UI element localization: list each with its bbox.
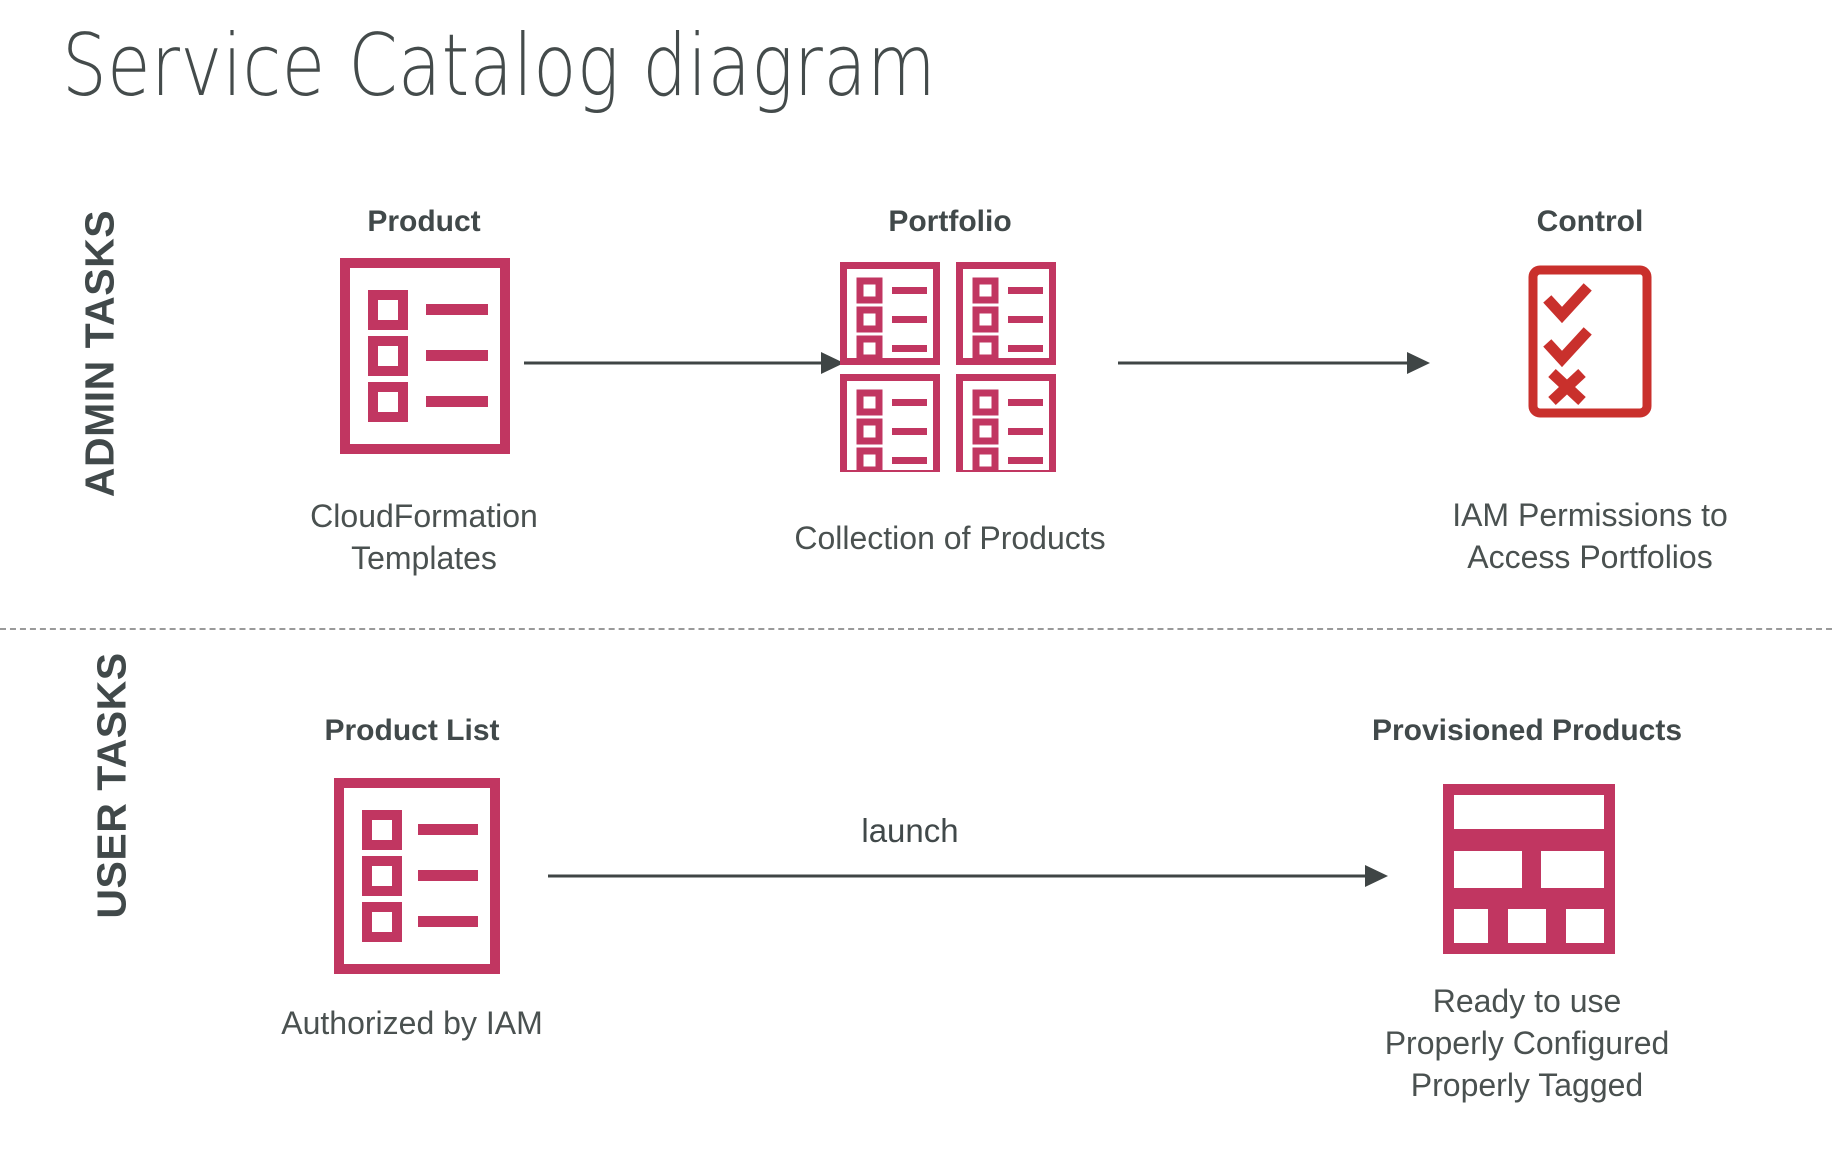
- caption-line: Authorized by IAM: [281, 1005, 543, 1041]
- product-list-icon: [334, 778, 500, 979]
- portfolio-grid-icon: [840, 262, 1060, 477]
- page-title: Service Catalog diagram: [62, 16, 937, 116]
- control-checklist-icon: [1528, 265, 1652, 423]
- node-heading-control: Control: [1536, 205, 1644, 238]
- node-heading-portfolio: Portfolio: [888, 205, 1012, 238]
- arrow-label-launch: launch: [861, 812, 959, 849]
- node-heading-product: Product: [367, 205, 481, 238]
- lane-label-admin-tasks: ADMIN TASKS: [76, 209, 123, 498]
- caption-line: Access Portfolios: [1467, 539, 1713, 576]
- caption-line: Properly Tagged: [1410, 1067, 1644, 1104]
- arrow-launch: [548, 857, 1388, 900]
- arrow-portfolio-to-control: [1118, 344, 1430, 387]
- node-caption-provisioned-products: Ready to use Properly Configured Properl…: [1385, 980, 1670, 1107]
- node-caption-product: CloudFormation Templates: [310, 495, 538, 579]
- lane-label-user-tasks: USER TASKS: [88, 652, 135, 919]
- caption-line: IAM Permissions to: [1452, 497, 1728, 533]
- lane-divider: [0, 628, 1832, 630]
- caption-line: CloudFormation: [310, 498, 538, 534]
- arrow-product-to-portfolio: [524, 344, 844, 387]
- node-caption-control: IAM Permissions to Access Portfolios: [1452, 494, 1728, 578]
- node-caption-product-list: Authorized by IAM: [281, 1002, 542, 1044]
- node-heading-provisioned-products: Provisioned Products: [1371, 714, 1683, 747]
- caption-line: Ready to use: [1432, 983, 1622, 1019]
- product-document-icon: [340, 258, 510, 459]
- caption-line: Properly Configured: [1384, 1025, 1670, 1062]
- node-caption-portfolio: Collection of Products: [794, 517, 1105, 559]
- provisioned-blocks-icon: [1443, 784, 1615, 959]
- node-heading-product-list: Product List: [324, 714, 500, 747]
- caption-line: Collection of Products: [794, 520, 1106, 556]
- caption-line: Templates: [351, 540, 497, 577]
